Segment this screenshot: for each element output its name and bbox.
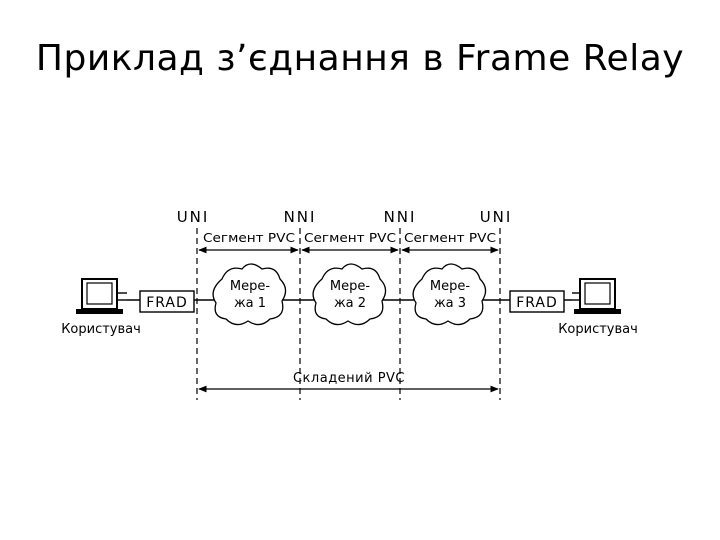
interface-label-uni-left: UNI [177, 208, 210, 226]
segment-label-3: Сегмент PVC [404, 231, 496, 245]
network-1-label-line2: жа 1 [234, 296, 266, 311]
user-label-right: Користувач [558, 322, 638, 337]
network-cloud-3-icon [412, 263, 487, 326]
interface-label-nni-1: NNI [284, 208, 317, 226]
segment-label-1: Сегмент PVC [203, 231, 295, 245]
composite-pvc-label: Складений PVC [293, 371, 405, 386]
frad-left-label: FRAD [146, 295, 188, 311]
user-label-left: Користувач [61, 322, 141, 337]
network-3-label-line2: жа 3 [434, 296, 466, 311]
computer-right-icon [572, 278, 621, 314]
frad-right-box [509, 290, 565, 313]
interface-label-uni-right: UNI [480, 208, 513, 226]
network-2-label-line1: Мере- [330, 279, 370, 294]
network-3-label-line1: Мере- [430, 279, 470, 294]
network-cloud-2-icon [312, 263, 387, 326]
network-2-label-line2: жа 2 [334, 296, 366, 311]
boundary-lines [196, 228, 501, 400]
network-cloud-1-icon [212, 263, 287, 326]
frad-right-label: FRAD [516, 295, 558, 311]
interface-label-nni-2: NNI [384, 208, 417, 226]
slide-title: Приклад з’єднання в Frame Relay [35, 38, 685, 79]
segment-label-2: Сегмент PVC [304, 231, 396, 245]
computer-left-icon [76, 278, 127, 314]
network-1-label-line1: Мере- [230, 279, 270, 294]
frad-left-box [139, 290, 195, 313]
